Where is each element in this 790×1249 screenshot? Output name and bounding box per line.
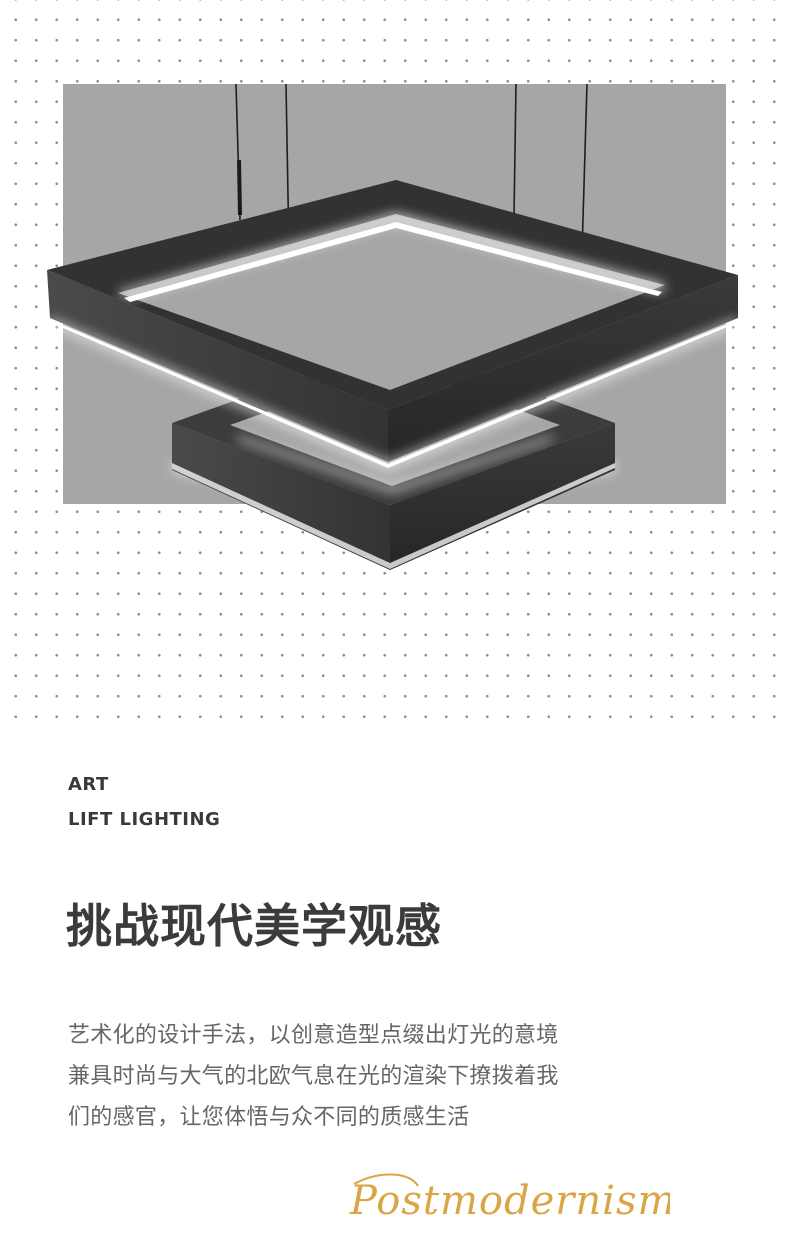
signature-text: Postmodernism bbox=[349, 1178, 670, 1224]
postmodernism-signature-logo: Postmodernism bbox=[349, 1173, 670, 1224]
tagline-art: ART bbox=[68, 774, 109, 795]
description-line: 艺术化的设计手法，以创意造型点缀出灯光的意境 bbox=[68, 1023, 559, 1048]
signature-flourish bbox=[353, 1173, 419, 1187]
hero-dotted-background bbox=[0, 0, 790, 720]
large-square-frame bbox=[47, 180, 738, 470]
description-line: 兼具时尚与大气的北欧气息在光的渲染下撩拨着我 bbox=[68, 1064, 559, 1089]
page-title: 挑战现代美学观感 bbox=[66, 899, 442, 953]
description-paragraph: 艺术化的设计手法，以创意造型点缀出灯光的意境 兼具时尚与大气的北欧气息在光的渲染… bbox=[68, 1015, 559, 1138]
pendant-light-illustration bbox=[47, 83, 738, 570]
description-line: 们的感官，让您体悟与众不同的质感生活 bbox=[68, 1105, 470, 1130]
tagline-lift-lighting: LIFT LIGHTING bbox=[68, 809, 221, 830]
